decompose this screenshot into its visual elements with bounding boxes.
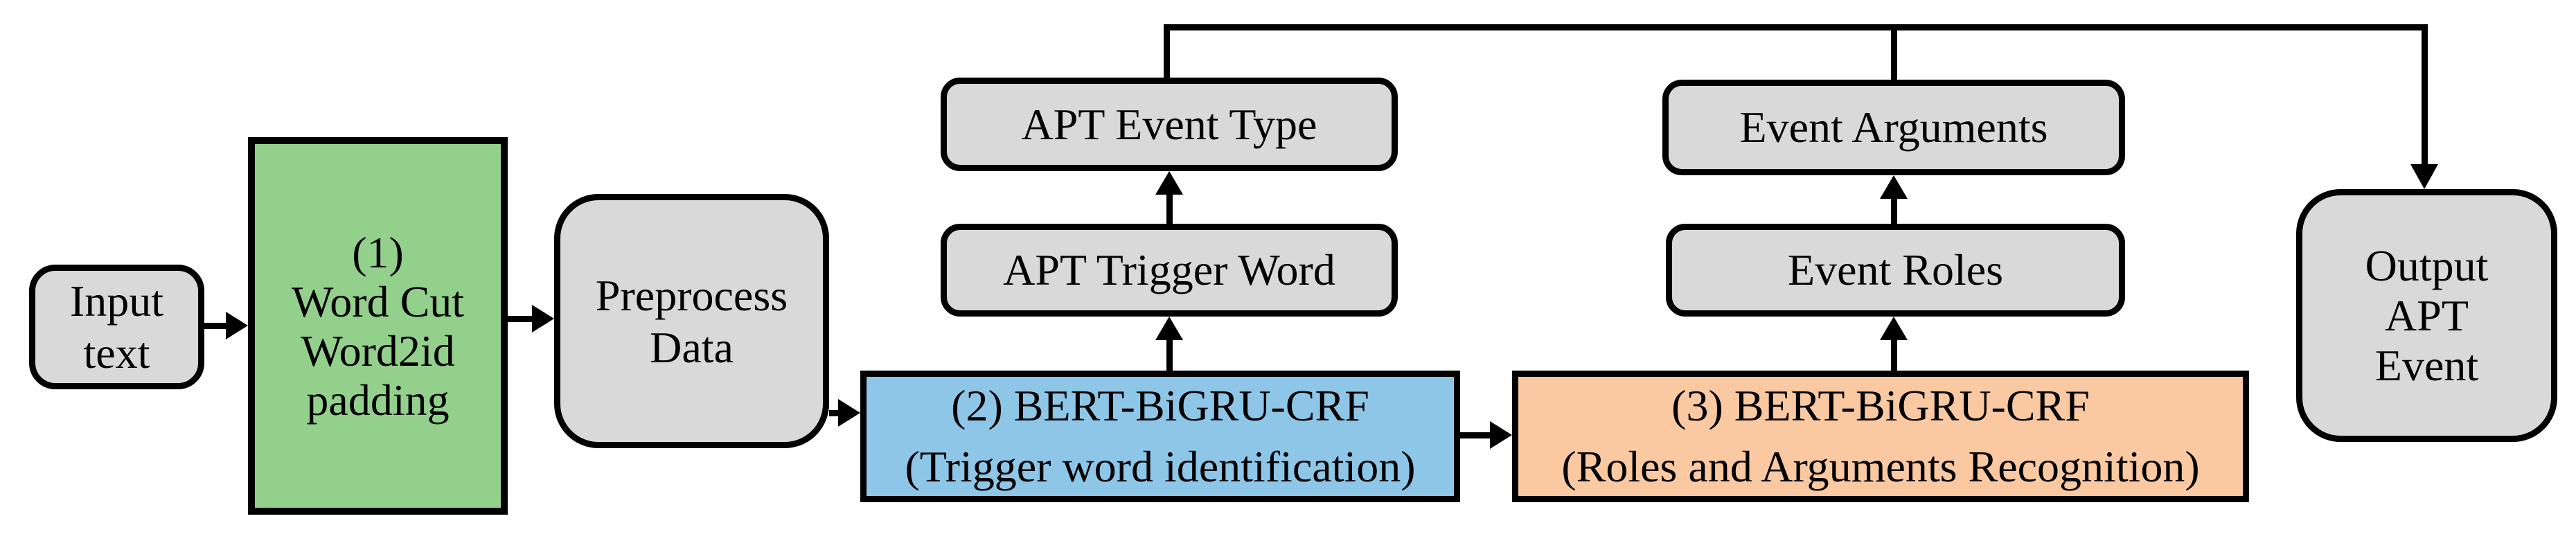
connector-apt-event-type-riser [1164,24,1170,78]
node-output-apt-event: Output APT Event [2296,189,2557,442]
arrow-shaft [508,315,532,322]
arrow-step3-to-event-roles [1880,317,1908,371]
arrow-preprocess-to-step2 [829,399,860,427]
arrowhead-up-icon [1155,171,1183,195]
arrow-shaft [1460,432,1490,438]
arrow-shaft [1890,199,1897,224]
arrowhead-up-icon [1880,175,1908,199]
node-preprocess-data: Preprocess Data [554,194,829,448]
arrow-shaft [1166,340,1173,371]
arrow-apt-trigger-word-to-apt-event-type [1155,171,1183,224]
arrow-step2-to-step3 [1460,421,1512,449]
connector-event-arguments-riser [1891,24,1897,80]
arrowhead-right-icon [532,305,554,332]
arrowhead-right-icon [1490,421,1512,449]
node-apt-trigger-word: APT Trigger Word [941,224,1398,317]
arrowhead-up-icon [1880,317,1908,340]
arrowhead-right-icon [838,399,860,427]
arrow-event-roles-to-event-arguments [1880,175,1908,224]
arrow-bus-to-output-apt-event [2410,24,2438,189]
arrow-shaft [204,322,226,329]
node-apt-event-type: APT Event Type [941,78,1398,171]
arrow-shaft [1890,340,1897,371]
arrow-step2-to-apt-trigger-word [1155,317,1183,371]
arrow-shaft [829,409,838,416]
connector-top-horizontal-line [1164,24,2428,30]
node-step3-bert-bigru-crf-roles: (3) BERT-BiGRU-CRF (Roles and Arguments … [1512,371,2249,502]
node-event-roles: Event Roles [1666,224,2125,317]
node-input-text: Input text [29,265,204,389]
arrow-shaft [2421,24,2428,164]
arrowhead-up-icon [1155,317,1183,340]
node-event-arguments: Event Arguments [1662,80,2125,175]
node-step2-bert-bigru-crf-trigger: (2) BERT-BiGRU-CRF (Trigger word identif… [860,371,1460,502]
arrowhead-down-icon [2410,164,2438,189]
node-step1-word-cut: (1) Word Cut Word2id padding [248,137,508,515]
arrow-step1-to-preprocess [508,305,554,332]
arrow-input-to-step1 [204,312,248,339]
arrowhead-right-icon [226,312,248,339]
arrow-shaft [1166,195,1173,224]
